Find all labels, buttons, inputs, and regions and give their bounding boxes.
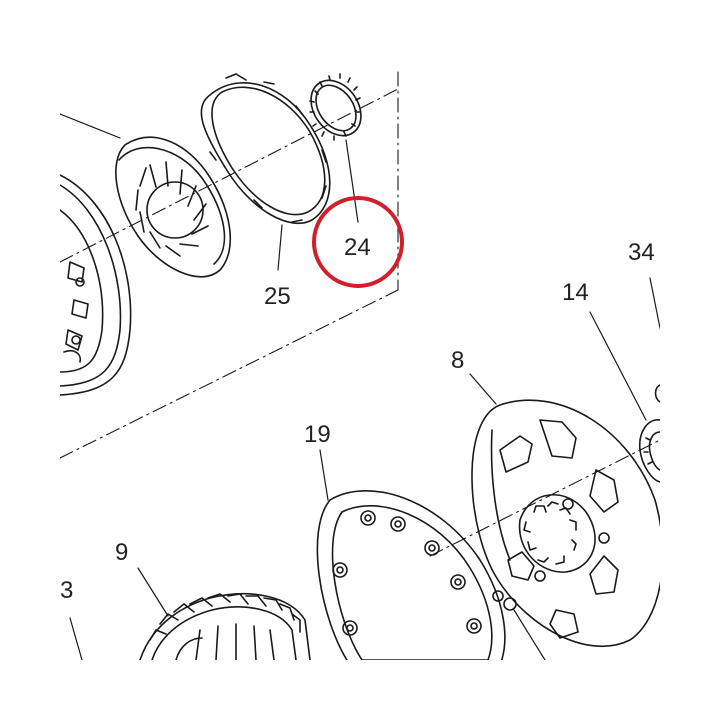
callout-25: 25 [264,283,291,310]
callout-19: 19 [304,421,331,448]
leader-line-3 [69,617,83,660]
leader-line-drum [60,113,121,139]
part-8-hub-plate [471,399,660,648]
callout-34: 34 [628,239,655,266]
slotted-spring-plate [115,136,232,278]
part-34-edge [654,384,660,403]
axis-line-lower [60,71,660,557]
callout-9: 9 [115,539,128,566]
callout-24: 24 [344,234,371,261]
leader-line-8 [469,373,497,405]
leader-line-25 [277,224,283,271]
leader-line-24 [345,139,359,223]
leader-line-14 [589,311,647,421]
callout-3: 3 [60,577,73,604]
leader-line-9 [137,567,169,617]
part-9-gear [139,592,311,660]
part-14-ring [638,419,660,483]
callout-8: 8 [451,347,464,374]
part-24-snap-ring [309,73,362,141]
highlight-circle-24 [312,196,404,288]
part-25-ring [200,73,331,225]
leader-line-lower-right [513,609,546,660]
clutch-drum-housing [60,174,132,396]
part-19-friction-plate [316,490,506,660]
ball-bearing [503,597,517,611]
leader-line-34 [649,277,660,329]
leader-line-19 [319,449,329,501]
callout-14: 14 [562,279,589,306]
